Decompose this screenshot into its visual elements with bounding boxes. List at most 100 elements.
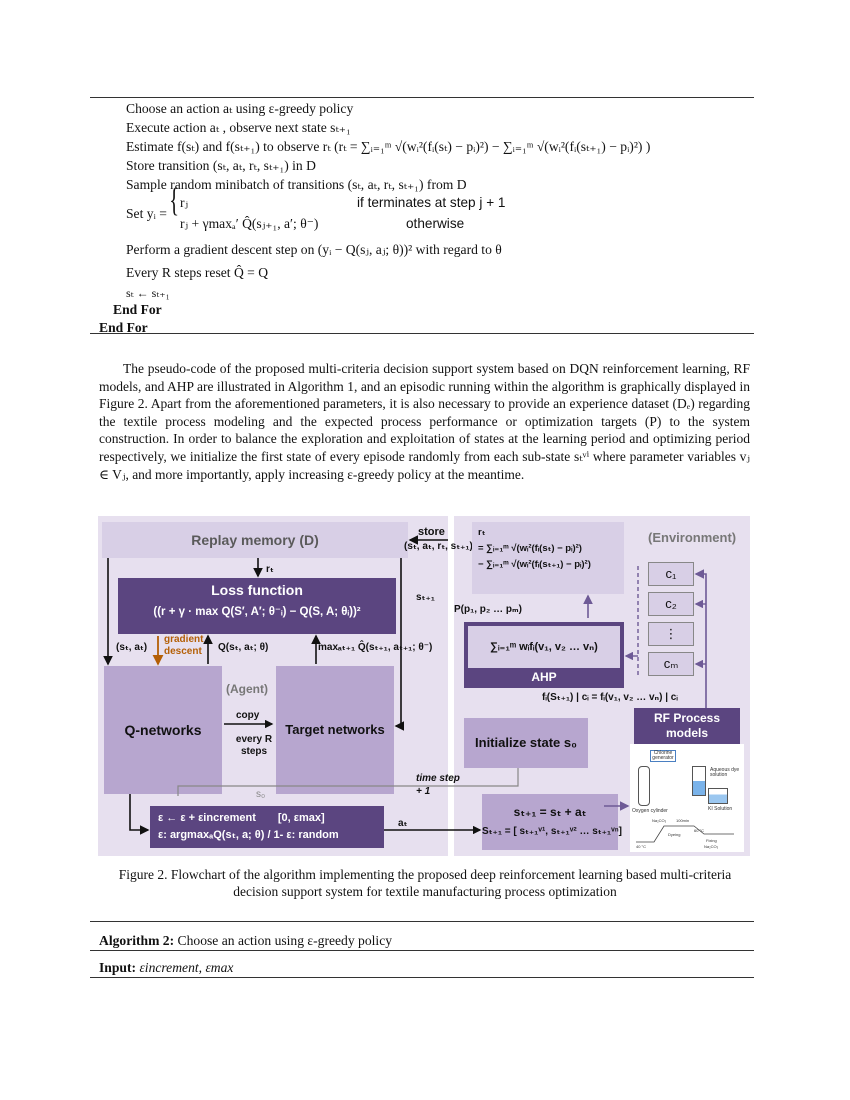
flow-arrows — [103, 535, 707, 835]
algo-line: Perform a gradient descent step on (yᵢ −… — [126, 242, 502, 257]
profile-label-40c: 40 °C — [636, 844, 646, 849]
f-relation-label: fᵢ(Sₜ₊₁) | cᵢ = fᵢ(v₁, v₂ … vₙ) | cᵢ — [542, 692, 678, 703]
algo-line: Estimate f(sₜ) and f(sₜ₊₁) to observe rₜ… — [126, 139, 651, 154]
algorithm2-title: Algorithm 2: Choose an action using ε-gr… — [99, 933, 392, 949]
initialize-state-label: Initialize state s₀ — [475, 735, 577, 750]
transition-line1: sₜ₊₁ = sₜ + aₜ — [513, 805, 587, 819]
criterion-ellipsis-label: ⋮ — [664, 626, 678, 641]
algorithm2-mid-rule — [90, 950, 754, 951]
every-r-steps-label: every R steps — [235, 734, 273, 757]
algorithm2-bottom-rule — [90, 977, 754, 978]
st1-arrow-label: sₜ₊₁ — [416, 592, 435, 603]
reward-formula-box: rₜ = ∑ᵢ₌₁ᵐ √(wᵢ²(fᵢ(sₜ) − pᵢ)²) − ∑ᵢ₌₁ᵐ … — [472, 522, 624, 594]
loss-function-title: Loss function — [211, 582, 303, 598]
copy-label: copy — [236, 710, 260, 721]
profile-label-100min: 100min — [676, 818, 689, 823]
dye-solution-label: Aqueous dye solution — [710, 767, 740, 778]
algo-set-label: Set yᵢ = — [126, 206, 167, 221]
profile-label-60c: 60 °C — [694, 828, 704, 833]
store-tuple: (sₜ, aₜ, rₜ, sₜ₊₁) — [404, 541, 473, 552]
arrow-rf-to-criteria — [694, 569, 707, 708]
algorithm2-title-label: Algorithm 2: — [99, 933, 175, 948]
dye-vessel — [692, 766, 706, 796]
rt-arrow-label: rₜ — [266, 564, 274, 575]
oxygen-cylinder-label: Oxygen cylinder — [632, 808, 668, 814]
temperature-profile-line — [636, 825, 734, 843]
gradient-descent-label: gradient descent — [164, 634, 204, 657]
reward-formula-line1: = ∑ᵢ₌₁ᵐ √(wᵢ²(fᵢ(sₜ) − pᵢ)²) — [478, 543, 582, 554]
profile-label-fixing: Fixing — [706, 838, 717, 843]
body-paragraph: The pseudo-code of the proposed multi-cr… — [99, 360, 750, 483]
algo-line: Choose an action aₜ using ε-greedy polic… — [126, 101, 354, 116]
reward-formula-head: rₜ — [478, 527, 486, 538]
criterion-ellipsis: ⋮ — [648, 622, 694, 646]
arrow-st1-to-target — [394, 558, 404, 731]
epsilon-update-text: ε ← ε + εincrement — [158, 812, 256, 824]
reward-formula-line2: − ∑ᵢ₌₁ᵐ √(wᵢ²(fᵢ(sₜ₊₁) − pᵢ)²) — [478, 559, 591, 570]
epsilon-range: [0, εmax] — [277, 812, 325, 824]
q-networks-box: Q-networks — [104, 666, 222, 794]
criterion-c2: c₂ — [648, 592, 694, 616]
store-label: store — [418, 526, 445, 538]
replay-memory-box: Replay memory (D) — [102, 522, 408, 558]
algorithm2-title-text: Choose an action using ε-greedy policy — [177, 933, 393, 948]
figure-caption: Figure 2. Flowchart of the algorithm imp… — [100, 866, 750, 900]
figure-caption-text: Figure 2. Flowchart of the algorithm imp… — [118, 867, 732, 899]
transition-box: sₜ₊₁ = sₜ + aₜ Sₜ₊₁ = [ sₜ₊₁ᵛ¹, sₜ₊₁ᵛ² …… — [482, 794, 622, 850]
algo-end-for-inner: End For — [113, 302, 162, 317]
ki-label: KI Solution — [708, 806, 733, 812]
ahp-box: ∑ᵢ₌₁ᵐ wᵢfᵢ(v₁, v₂ … vₙ) AHP — [464, 622, 624, 688]
epsilon-selection: ε: argmaxₐQ(sₜ, a; θ) / 1- ε: random — [158, 829, 339, 841]
algo-set-case2-expr: rⱼ + γmaxₐ′ Q̂(sⱼ₊₁, a′; θ⁻) — [180, 216, 319, 231]
ahp-label: AHP — [531, 670, 557, 684]
chlorine-generator-label: Chlorine generator — [652, 750, 674, 761]
algo-line: Store transition (sₜ, aₜ, rₜ, sₜ₊₁) in D — [126, 158, 316, 173]
rf-process-illustration: Chlorine generator Oxygen cylinder Aqueo… — [630, 744, 744, 852]
flowchart-figure: Replay memory (D) store (sₜ, aₜ, rₜ, sₜ₊… — [98, 516, 750, 856]
environment-label: (Environment) — [648, 530, 737, 545]
criterion-c1-label: c₁ — [665, 566, 677, 581]
ki-vessel — [708, 788, 728, 804]
algorithm2-top-rule — [90, 921, 754, 922]
algo-line: Sample random minibatch of transitions (… — [126, 177, 467, 192]
ahp-formula: ∑ᵢ₌₁ᵐ wᵢfᵢ(v₁, v₂ … vₙ) — [490, 641, 598, 653]
epsilon-policy-box: ε ← ε + εincrement [0, εmax] ε: argmaxₐQ(… — [150, 806, 384, 848]
q-value-label: Q(sₜ, aₜ; θ) — [218, 642, 269, 653]
agent-label: (Agent) — [226, 682, 268, 696]
arrow-s0-to-q — [177, 768, 519, 796]
s0-small-label: s₀ — [256, 789, 266, 800]
algo-set-case2-cond: otherwise — [406, 216, 465, 231]
ahp-formula-box: ∑ᵢ₌₁ᵐ wᵢfᵢ(v₁, v₂ … vₙ) — [468, 626, 620, 668]
chlorine-generator: Chlorine generator — [650, 750, 676, 762]
loss-function-formula: ((r + γ · max Q(S′, A′; θ⁻ᵢ) − Q(S, A; θ… — [153, 606, 361, 618]
algorithm2-input-label: Input: — [99, 960, 137, 975]
transition-line2: Sₜ₊₁ = [ sₜ₊₁ᵛ¹, sₜ₊₁ᵛ² … sₜ₊₁ᵛⁿ] — [482, 826, 622, 837]
algorithm-top-rule — [90, 97, 754, 98]
profile-label-na2co3-bottom: Na₂CO₃ — [704, 844, 719, 849]
process-profile-chart: Na₂CO₃ Dyeing Fixing 40 °C 60 °C 100min … — [636, 818, 734, 849]
algo-end-for-outer: End For — [99, 320, 148, 335]
target-networks-label: Target networks — [285, 722, 385, 737]
arrow-q-to-epsilon — [129, 794, 150, 835]
p-label: P(p₁, p₂ … pₘ) — [454, 604, 522, 615]
q-networks-label: Q-networks — [124, 722, 202, 738]
algo-set-case1-expr: rⱼ — [180, 195, 189, 210]
max-target-label: maxₐₜ₊₁ Q̂(sₜ₊₁, aₜ₊₁; θ⁻) — [318, 642, 433, 653]
profile-label-dyeing: Dyeing — [668, 832, 680, 837]
oxygen-cylinder — [638, 766, 650, 806]
rf-process-models-box: RF Process models — [634, 708, 740, 744]
algo-brace: { — [169, 182, 180, 219]
sa-label: (sₜ, aₜ) — [116, 642, 148, 653]
algorithm2-input-value: εincrement, εmax — [139, 960, 234, 975]
algo-line: sₜ ← sₜ₊₁ — [126, 286, 170, 300]
algo-line: Every R steps reset Q̂ = Q — [126, 265, 269, 280]
loss-function-box: Loss function ((r + γ · max Q(S′, A′; θ⁻… — [118, 578, 396, 634]
paragraph-text: The pseudo-code of the proposed multi-cr… — [99, 361, 750, 482]
algorithm-bottom-rule — [90, 333, 754, 334]
time-step-label: time step + 1 — [416, 773, 460, 797]
algo-set-case1-cond: if terminates at step j + 1 — [357, 195, 506, 210]
criterion-c2-label: c₂ — [665, 596, 677, 611]
at-label: aₜ — [398, 818, 408, 829]
replay-memory-label: Replay memory (D) — [191, 532, 319, 548]
criterion-cm-label: cₘ — [663, 656, 679, 671]
